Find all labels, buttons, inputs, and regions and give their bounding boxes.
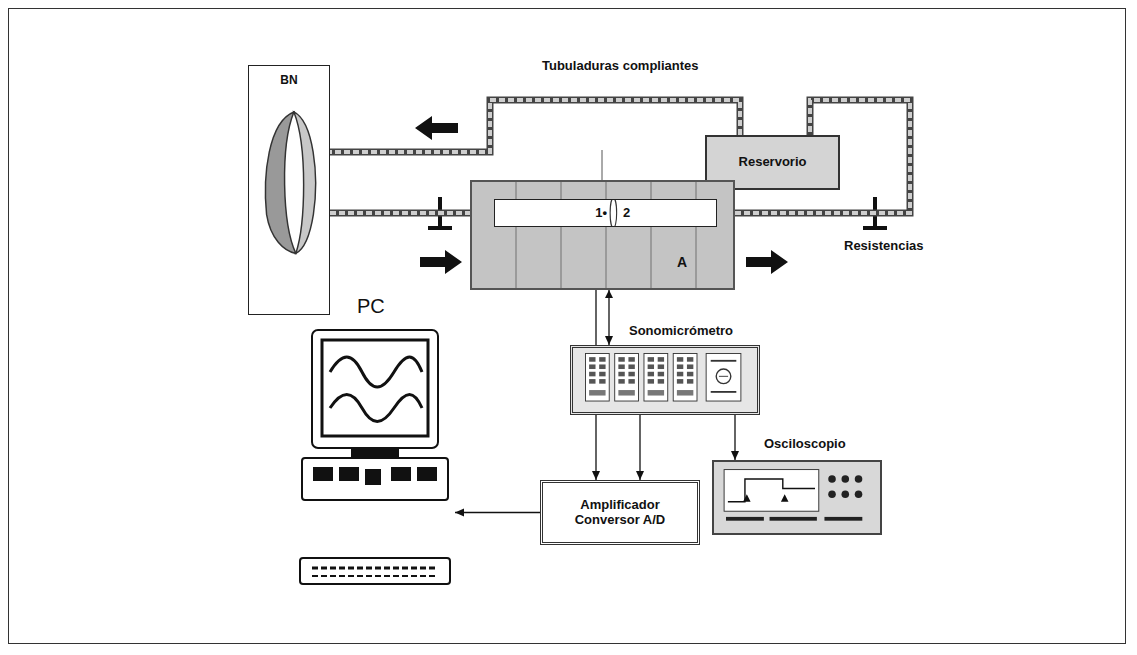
- amplifier-box: Amplificador Conversor A/D: [540, 480, 700, 545]
- bn-art: [249, 66, 329, 314]
- resistance-label: Resistencias: [842, 238, 926, 253]
- probe-line: [602, 150, 603, 182]
- organ-box: BN: [248, 65, 330, 315]
- node-label: PC: [357, 295, 385, 318]
- vessel-tube: 1• 2: [494, 199, 717, 227]
- osc-art: [714, 462, 880, 533]
- compliant-tubing: [330, 100, 740, 152]
- node-label: Sonomicrómetro: [629, 324, 733, 339]
- node-label: Amplificador Conversor A/D: [560, 498, 680, 528]
- computer-drawing: [300, 330, 450, 584]
- sonomicrometer-box: Sonomicrómetro: [570, 345, 760, 415]
- oscilloscope-box: Osciloscopio: [712, 460, 882, 535]
- tubing-label: Tubuladuras compliantes: [540, 58, 701, 73]
- flow-arrow: [415, 116, 458, 140]
- flow-arrow: [746, 250, 788, 274]
- node-label: Reservorio: [739, 155, 807, 170]
- signal-line: [734, 415, 735, 460]
- signal-line: [639, 415, 640, 480]
- node-label: 1•: [595, 206, 607, 221]
- node-label: A: [677, 254, 687, 270]
- node-label: BN: [280, 74, 297, 88]
- node-label: Osciloscopio: [764, 437, 846, 452]
- node-label-2: 2: [623, 206, 630, 221]
- signal-line: [455, 512, 540, 513]
- tubing-outline: [330, 100, 740, 152]
- bath-box: A 1• 2: [470, 180, 735, 290]
- computer-node: PC: [295, 325, 455, 590]
- signal-line: [608, 290, 609, 345]
- sono-art: [573, 348, 757, 412]
- flow-arrow: [420, 250, 462, 274]
